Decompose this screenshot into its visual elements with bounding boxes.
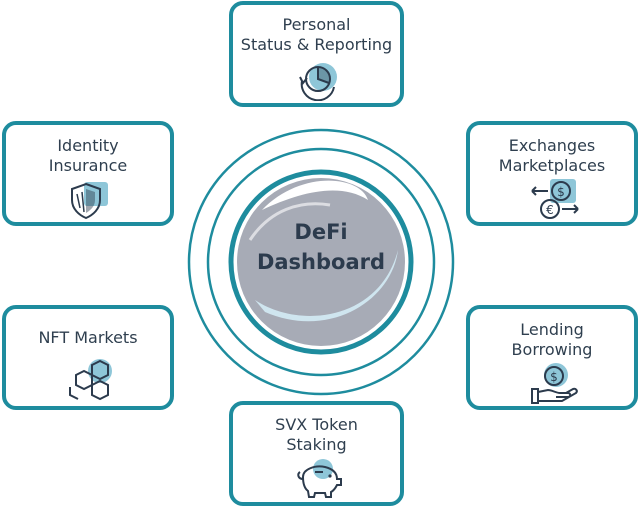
center-title: DeFi Dashboard <box>236 217 406 277</box>
card-exchanges-line1: Exchanges <box>508 136 596 155</box>
shield-icon <box>71 182 108 220</box>
card-lending-line2: Borrowing <box>511 340 593 359</box>
card-nft-line1: NFT Markets <box>38 328 138 347</box>
card-identity-insurance[interactable]: Identity Insurance <box>2 121 174 226</box>
piggy-bank-icon <box>297 459 342 498</box>
card-exchanges-marketplaces[interactable]: Exchanges Marketplaces $ € <box>466 121 638 226</box>
outer-ring <box>187 128 455 396</box>
card-exchanges-line2: Marketplaces <box>498 156 606 175</box>
card-staking-line2: Staking <box>286 435 347 454</box>
center-title-line1: DeFi <box>294 220 348 244</box>
center-disc <box>237 178 405 346</box>
card-personal-status[interactable]: Personal Status & Reporting <box>229 1 404 107</box>
card-svx-token-staking[interactable]: SVX Token Staking <box>229 401 404 506</box>
card-identity-line1: Identity <box>57 136 119 155</box>
svg-text:$: $ <box>550 370 558 384</box>
svg-text:€: € <box>546 203 554 217</box>
hexagons-icon <box>69 359 112 401</box>
card-lending-line1: Lending <box>520 320 584 339</box>
hand-coin-icon: $ <box>531 363 578 404</box>
card-personal-line2: Status & Reporting <box>240 35 393 54</box>
center-title-line2: Dashboard <box>256 250 386 274</box>
card-staking-line1: SVX Token <box>275 415 358 434</box>
card-identity-line2: Insurance <box>48 156 128 175</box>
currency-exchange-icon: $ € <box>531 179 579 219</box>
svg-text:$: $ <box>557 185 565 199</box>
card-nft-markets[interactable]: NFT Markets <box>2 305 174 410</box>
card-personal-line1: Personal <box>282 15 351 34</box>
middle-ring <box>206 147 436 377</box>
chart-refresh-icon <box>299 63 337 101</box>
card-lending-borrowing[interactable]: Lending Borrowing $ <box>466 305 638 410</box>
